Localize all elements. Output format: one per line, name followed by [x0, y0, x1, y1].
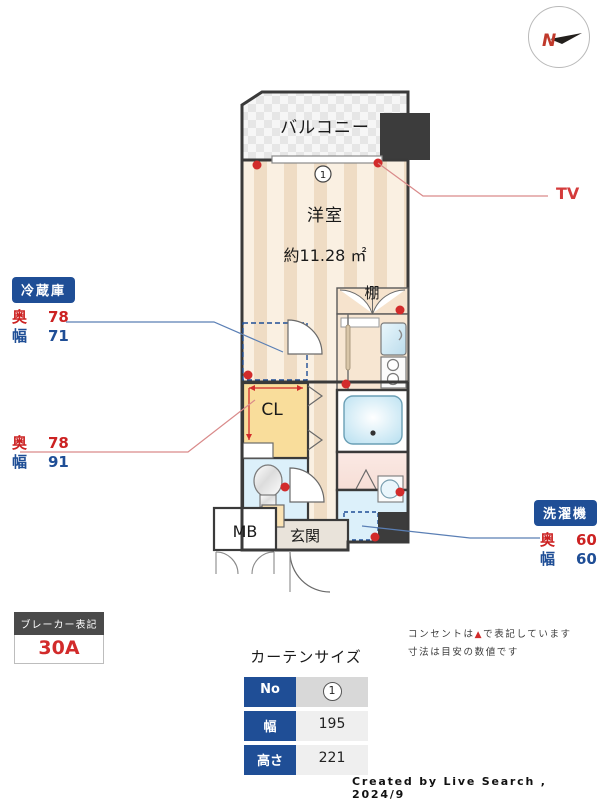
- outlet-icon: [395, 305, 405, 315]
- fridge-leader: [66, 321, 284, 353]
- closet-leader: [20, 399, 256, 453]
- curtain-no-value: 1: [296, 677, 368, 707]
- washer-footprint: [343, 511, 379, 541]
- curtain-size-table: カーテンサイズ No 1 幅 195 高さ 221: [244, 646, 368, 779]
- curtain-no-circle: 1: [322, 682, 342, 701]
- closet-depth-value: 78: [48, 434, 69, 452]
- faucet-icon: [398, 329, 403, 341]
- kitchen-area: [336, 313, 409, 391]
- washing-machine-depth-label: 奥: [540, 531, 556, 549]
- refrigerator-depth-value: 78: [48, 308, 69, 326]
- note-line-1-post: で表記しています: [483, 629, 572, 640]
- refrigerator-title: 冷蔵庫: [12, 277, 76, 303]
- tv-label: TV: [556, 184, 580, 203]
- balcony-window: [271, 155, 383, 164]
- compass-north-letter: N: [542, 31, 556, 51]
- curtain-row-no: No 1: [244, 677, 368, 707]
- closet-width: 幅 91: [12, 453, 69, 472]
- note-line-1-pre: コンセントは: [408, 629, 475, 640]
- bathtub: [343, 395, 403, 445]
- closet-dimension-arrows: [246, 385, 303, 440]
- footer-credit: Created by Live Search , 2024/9: [352, 775, 547, 801]
- washing-machine-title: 洗濯機: [534, 500, 598, 526]
- breaker-header: ブレーカー表記: [14, 612, 104, 635]
- north-compass: N: [528, 6, 590, 68]
- legend-notes: コンセントは▲で表記しています 寸法は目安の数値です: [408, 626, 572, 661]
- curtain-height-value: 221: [296, 745, 368, 775]
- balcony-area: [240, 90, 430, 162]
- leader-lines: [20, 162, 548, 539]
- outlet-icon: [341, 379, 351, 389]
- balcony-label: バルコニー: [280, 118, 370, 138]
- compass-ring: [528, 6, 590, 68]
- toilet-bowl: [253, 464, 283, 498]
- closet-label: CL: [261, 400, 283, 420]
- wash-basin: [380, 479, 400, 499]
- washing-machine-depth-value: 60: [576, 531, 597, 549]
- outer-walls: [240, 380, 410, 552]
- window-number-marker: [314, 165, 332, 183]
- callout-closet-dimension: 奥 78 幅 91: [12, 434, 69, 472]
- refrigerator-depth-label: 奥: [12, 308, 28, 326]
- outlet-icon: [370, 532, 380, 542]
- outlet-icon: [395, 487, 405, 497]
- outlet-icon: [252, 160, 262, 170]
- closet-depth: 奥 78: [12, 434, 69, 453]
- outlet-icon: [243, 370, 253, 380]
- washer-leader: [361, 525, 540, 539]
- kitchen-sink: [380, 322, 407, 356]
- shelf-label: 棚: [364, 284, 379, 302]
- outlet-icon: [280, 482, 290, 492]
- bath-drain: [370, 430, 376, 436]
- washing-machine-width-value: 60: [576, 550, 597, 568]
- refrigerator-width: 幅 71: [12, 327, 75, 346]
- refrigerator-width-label: 幅: [12, 327, 28, 345]
- closet-width-value: 91: [48, 453, 69, 471]
- curtain-width-label: 幅: [244, 711, 296, 741]
- closet-area: [241, 381, 310, 460]
- pipe-space: [380, 113, 430, 160]
- curtain-no-label: No: [244, 677, 296, 707]
- note-line-1: コンセントは▲で表記しています: [408, 626, 572, 644]
- tv-leader: [377, 162, 548, 197]
- curtain-row-width: 幅 195: [244, 711, 368, 741]
- folding-door-icon: [355, 468, 377, 490]
- closet-depth-label: 奥: [12, 434, 28, 452]
- note-line-2: 寸法は目安の数値です: [408, 647, 520, 658]
- window-number-text: 1: [320, 170, 326, 181]
- utility-pipe-space: [378, 512, 408, 542]
- meter-box-area: [212, 506, 278, 575]
- washing-machine-width: 幅 60: [540, 550, 597, 569]
- refrigerator-width-value: 71: [48, 327, 69, 345]
- breaker-info: ブレーカー表記 30A: [14, 612, 104, 664]
- refrigerator-depth: 奥 78: [12, 308, 75, 327]
- entrance-label: 玄関: [290, 527, 320, 545]
- closet-width-label: 幅: [12, 453, 28, 471]
- meter-box-label: MB: [233, 522, 258, 541]
- callout-washing-machine: 洗濯機 奥 60 幅 60: [534, 500, 598, 569]
- curtain-title: カーテンサイズ: [250, 648, 362, 666]
- curtain-height-label: 高さ: [244, 745, 296, 775]
- outlet-triangle-icon: ▲: [474, 630, 484, 640]
- washing-machine-width-label: 幅: [540, 550, 556, 568]
- main-room-label: 洋室: [307, 206, 343, 226]
- curtain-width-value: 195: [296, 711, 368, 741]
- washing-machine-depth: 奥 60: [540, 531, 597, 550]
- callout-refrigerator: 冷蔵庫 奥 78 幅 71: [12, 277, 76, 346]
- breaker-value: 30A: [14, 635, 104, 664]
- main-room-area-label: 約11.28 ㎡: [284, 246, 367, 265]
- bathroom-area: [335, 388, 410, 454]
- curtain-row-height: 高さ 221: [244, 745, 368, 775]
- compass-needle: [550, 33, 582, 44]
- door-arcs: [287, 319, 331, 593]
